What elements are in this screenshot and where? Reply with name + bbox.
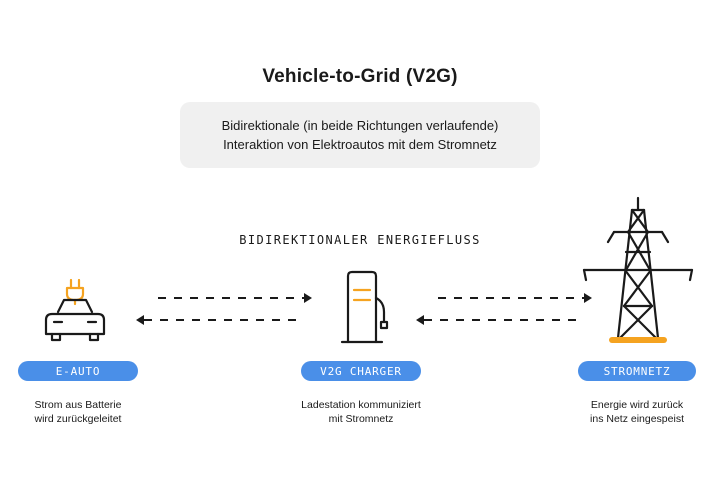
node-caption-v2g-charger: Ladestation kommuniziert mit Stromnetz [276,398,446,426]
node-caption-stromnetz: Energie wird zurück ins Netz eingespeist [562,398,712,426]
caption-line: Strom aus Batterie [34,399,122,411]
subtitle-box: Bidirektionale (in beide Richtungen verl… [180,102,540,168]
diagram-title: Vehicle-to-Grid (V2G) [262,66,458,87]
charging-station-icon [340,270,389,344]
caption-line: wird zurückgeleitet [34,413,122,425]
caption-line: Energie wird zurück [590,399,684,411]
flow-label: BIDIREKTIONALER ENERGIEFLUSS [239,233,481,247]
flow-arrows-car-charger [136,293,312,325]
caption-line: mit Stromnetz [328,413,394,425]
subtitle-line-2: Interaktion von Elektroautos mit dem Str… [223,137,497,152]
node-label-e-auto: E-AUTO [18,361,138,381]
caption-line: ins Netz eingespeist [590,413,684,425]
node-caption-e-auto: Strom aus Batterie wird zurückgeleitet [0,398,156,426]
node-label-stromnetz: STROMNETZ [578,361,696,381]
subtitle-line-1: Bidirektionale (in beide Richtungen verl… [221,118,499,133]
power-pylon-icon [582,196,694,343]
electric-car-icon [44,278,106,342]
flow-arrows-charger-grid [416,293,592,325]
caption-line: Ladestation kommuniziert [301,399,421,411]
node-label-v2g-charger: V2G CHARGER [301,361,421,381]
